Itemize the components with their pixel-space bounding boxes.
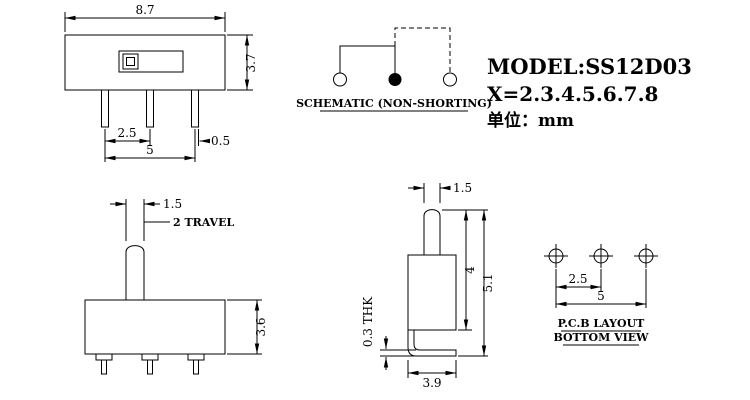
top-view: 8.7 3.7 2.5 5 0.5 <box>64 3 258 162</box>
front-knob-width-dim: 1.5 <box>163 197 182 211</box>
model-number: MODEL:SS12D03 <box>487 54 692 79</box>
bottom-view-label: BOTTOM VIEW <box>553 331 649 344</box>
terminal-2-common <box>388 73 402 86</box>
actuator-front <box>125 245 145 300</box>
front-pin-2 <box>147 359 153 375</box>
top-view-pin-width-dim: 0.5 <box>211 134 230 148</box>
side-upper-height-dim: 4 <box>463 266 477 274</box>
pin-3 <box>191 89 199 128</box>
slider-slot <box>118 50 184 73</box>
top-view-pitch-dim: 2.5 <box>117 126 136 140</box>
switch-body-top <box>64 34 226 91</box>
pcb-layout-label: P.C.B LAYOUT <box>558 317 646 330</box>
bent-lead <box>407 330 457 357</box>
front-view: 1.5 2 TRAVEL 3.6 <box>84 197 268 375</box>
travel-label: 2 TRAVEL <box>173 216 234 229</box>
top-view-width-dim: 8.7 <box>135 3 154 17</box>
actuator-side <box>423 209 441 255</box>
front-pin-1 <box>101 359 107 375</box>
position-options: X=2.3.4.5.6.7.8 <box>487 82 658 106</box>
pad-2 <box>593 248 609 264</box>
pin-2 <box>146 89 154 128</box>
side-depth-dim: 3.9 <box>422 376 441 390</box>
terminal-1 <box>333 72 347 87</box>
slider-knob-inner <box>126 57 135 66</box>
pcb-span-dim: 5 <box>597 289 605 303</box>
pcb-layout-view: 2.5 5 P.C.B LAYOUT BOTTOM VIEW <box>544 244 658 346</box>
switch-body-side <box>407 254 457 331</box>
pcb-pitch-dim: 2.5 <box>568 272 587 286</box>
pad-1 <box>548 248 564 264</box>
unit-label: 单位：mm <box>487 110 574 131</box>
side-knob-width-dim: 1.5 <box>453 181 472 195</box>
front-body-height-dim: 3.6 <box>254 317 268 336</box>
slider-knob-outer <box>122 53 139 70</box>
pin-1 <box>101 89 109 128</box>
switch-body-front <box>84 299 226 355</box>
front-pin-3 <box>193 359 199 375</box>
terminal-3 <box>443 72 457 87</box>
side-total-height-dim: 5.1 <box>481 273 495 292</box>
schematic-solid-trace <box>339 45 396 73</box>
schematic-label: SCHEMATIC (NON-SHORTING) <box>296 97 492 110</box>
pad-3 <box>638 248 654 264</box>
top-view-span-dim: 5 <box>146 143 154 157</box>
schematic-view: SCHEMATIC (NON-SHORTING) <box>296 27 492 112</box>
model-info: MODEL:SS12D03 X=2.3.4.5.6.7.8 单位：mm <box>487 54 692 131</box>
side-view: 1.5 4 5.1 0.3 THK 3.9 <box>361 181 495 390</box>
top-view-height-dim: 3.7 <box>244 53 258 72</box>
lead-thickness-dim: 0.3 THK <box>361 296 375 347</box>
schematic-dashed-trace <box>394 27 451 73</box>
